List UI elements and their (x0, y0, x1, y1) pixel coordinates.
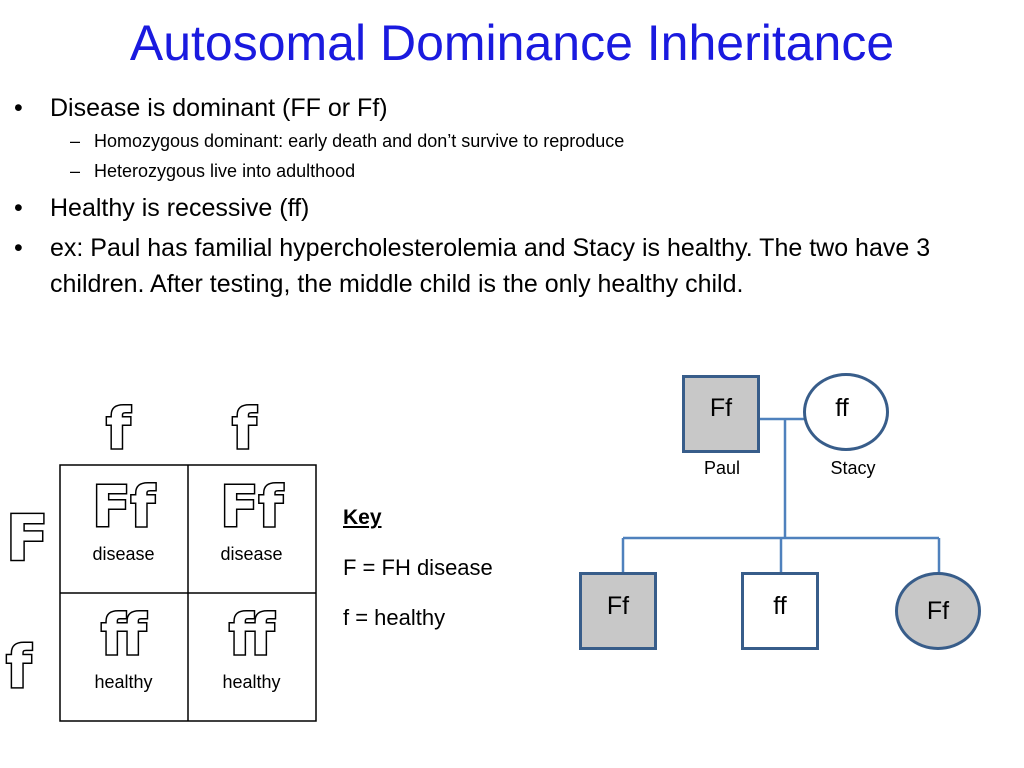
bullet-dot: • (14, 94, 23, 122)
sub-bullet-dash: – (70, 131, 81, 151)
sub-bullet-text: Homozygous dominant: early death and don… (94, 131, 625, 151)
pedigree-lines (621, 417, 941, 573)
bullet-text: ex: Paul has familial hypercholesterolem… (50, 234, 931, 298)
punnett-col-header: f (104, 397, 131, 462)
bullet-list: • Disease is dominant (FF or Ff) –Homozyg… (10, 90, 1015, 302)
pedigree-child: Ff (579, 572, 657, 650)
punnett-cell: ff healthy (60, 594, 187, 721)
pedigree-child: ff (741, 572, 819, 650)
father-name: Paul (703, 458, 741, 478)
punnett-cell: ff healthy (188, 594, 315, 721)
bullet-item: • Disease is dominant (FF or Ff) (10, 90, 1015, 126)
mother-genotype: ff (835, 393, 849, 422)
cell-genotype: ff (227, 603, 275, 668)
bullet-dot: • (14, 234, 23, 262)
pedigree-father: Ff (682, 375, 760, 453)
legend-key: Key F = FH disease f = healthy (343, 505, 493, 655)
cell-label: disease (220, 544, 283, 564)
pedigree-mother: ff (803, 373, 889, 451)
cell-genotype: Ff (91, 475, 157, 540)
key-heading: Key (343, 506, 382, 529)
bullet-dot: • (14, 194, 23, 222)
cell-label: disease (92, 544, 155, 564)
cell-genotype: ff (99, 603, 147, 668)
pedigree-child: Ff (895, 572, 981, 650)
key-line: F = FH disease (343, 555, 493, 580)
child-genotype: ff (773, 591, 787, 620)
punnett-col-header: f (230, 397, 257, 462)
sub-bullet-text: Heterozygous live into adulthood (94, 161, 356, 181)
sub-bullet-dash: – (70, 161, 81, 181)
mother-name: Stacy (830, 458, 876, 478)
cell-genotype: Ff (219, 475, 285, 540)
bullet-text: Disease is dominant (FF or Ff) (50, 94, 388, 122)
punnett-cell: Ff disease (60, 466, 187, 593)
bullet-item: • Healthy is recessive (ff) (10, 190, 1015, 226)
child-genotype: Ff (926, 596, 950, 625)
punnett-row-header: f (4, 633, 32, 701)
sub-bullet-item: –Heterozygous live into adulthood (10, 156, 1015, 186)
punnett-cell: Ff disease (188, 466, 315, 593)
cell-label: healthy (94, 672, 153, 692)
bullet-item: • ex: Paul has familial hypercholesterole… (10, 230, 1015, 302)
child-genotype: Ff (606, 591, 630, 620)
father-genotype: Ff (709, 393, 733, 422)
slide-title: Autosomal Dominance Inheritance (129, 15, 895, 71)
cell-label: healthy (222, 672, 281, 692)
bullet-text: Healthy is recessive (ff) (50, 194, 310, 222)
key-line: f = healthy (343, 605, 446, 630)
punnett-grid (59, 464, 317, 722)
punnett-row-header: F (4, 502, 49, 575)
sub-bullet-item: –Homozygous dominant: early death and do… (10, 126, 1015, 156)
